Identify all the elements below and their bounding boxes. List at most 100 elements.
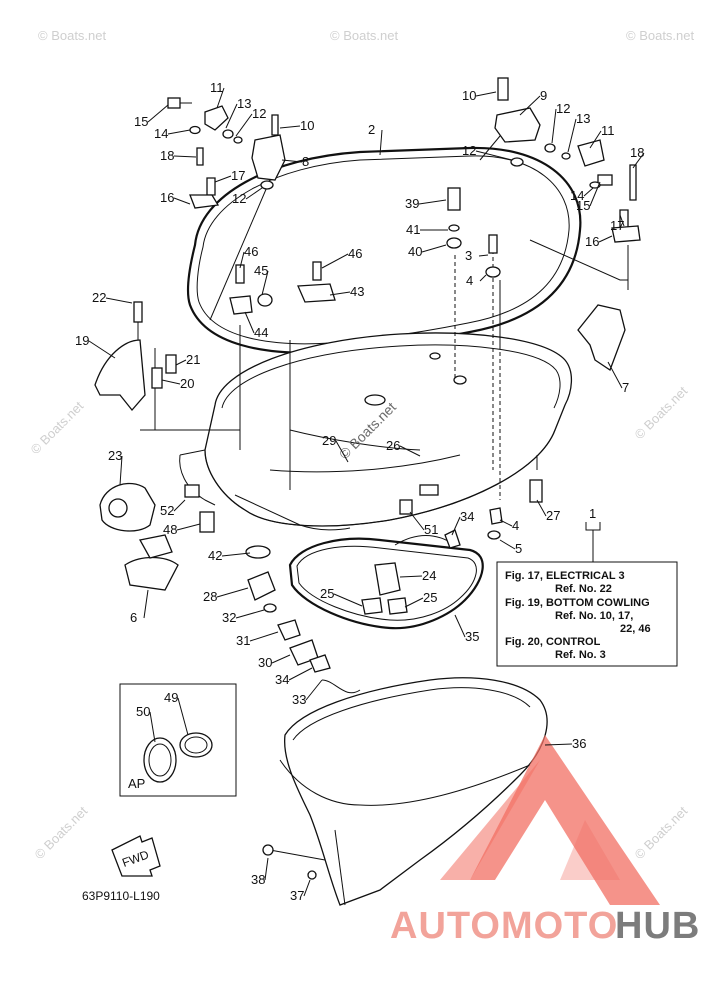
leader-line <box>454 614 466 638</box>
leader-line <box>173 155 197 158</box>
leader-line <box>279 125 301 129</box>
callout-number: 48 <box>163 522 177 537</box>
note-ref: 22, 46 <box>620 623 651 635</box>
leader-line <box>598 235 613 243</box>
leader-line <box>583 187 594 197</box>
leader-line <box>544 743 573 746</box>
callout-26: 26 <box>386 438 421 457</box>
callout-number: 5 <box>515 541 522 556</box>
leader-line <box>619 214 625 227</box>
leader-line <box>161 379 181 385</box>
upper-left-hardware <box>167 97 286 209</box>
leader-line <box>175 359 187 366</box>
callout-number: 4 <box>466 273 473 288</box>
callout-31: 31 <box>236 631 279 648</box>
callout-number: 33 <box>292 692 306 707</box>
callout-number: 17 <box>610 218 624 233</box>
leader-line <box>281 159 303 163</box>
upper-right-hardware <box>446 77 641 278</box>
lower-left-parts <box>99 482 271 591</box>
automotohub-logo: AUTOMOTO HUB <box>390 735 699 947</box>
callout-number: 49 <box>164 690 178 705</box>
callout-number: 23 <box>108 448 122 463</box>
leader-line <box>147 104 169 123</box>
ap-box <box>119 683 237 797</box>
callout-number: 20 <box>180 376 194 391</box>
callout-48: 48 <box>163 522 201 537</box>
callout-10: 10 <box>279 118 314 133</box>
notes-box: 1 Fig. 17, ELECTRICAL 3 Ref. No. 22 Fig.… <box>496 506 678 667</box>
callout-number: 24 <box>422 568 436 583</box>
note-ref: Ref. No. 3 <box>555 649 606 661</box>
watermark: © Boats.net <box>632 383 691 442</box>
leader-line <box>173 499 186 512</box>
note-fig: Fig. 17, ELECTRICAL 3 <box>505 570 625 582</box>
callout-9: 9 <box>519 88 547 116</box>
callout-37: 37 <box>290 879 311 903</box>
callout-45: 45 <box>254 263 269 296</box>
callout-number: 22 <box>92 290 106 305</box>
leader-line <box>519 95 541 116</box>
callout-32: 32 <box>222 609 265 625</box>
note-ref: Ref. No. 22 <box>555 583 612 595</box>
callout-number: 18 <box>160 148 174 163</box>
leader-line <box>149 711 156 743</box>
callout-35: 35 <box>454 614 479 644</box>
callout-17: 17 <box>610 214 625 233</box>
callout-number: 3 <box>465 248 472 263</box>
callout-number: 52 <box>160 503 174 518</box>
leader-line <box>225 103 238 129</box>
callout-number: 10 <box>300 118 314 133</box>
callout-number: 18 <box>630 145 644 160</box>
callout-4: 4 <box>466 273 487 288</box>
callout-number: 7 <box>622 380 629 395</box>
leader-line <box>105 297 133 304</box>
callout-40: 40 <box>408 244 447 259</box>
leader-line <box>271 654 291 664</box>
callout-38: 38 <box>251 857 269 887</box>
leader-line <box>404 597 424 608</box>
leader-line <box>261 270 269 296</box>
callout-number: 51 <box>424 522 438 537</box>
figure-code: 63P9110-L190 <box>82 889 160 903</box>
bottom-cowling <box>179 332 573 531</box>
leader-line <box>216 587 249 598</box>
lower-cowl <box>262 677 548 906</box>
callout-52: 52 <box>160 499 186 518</box>
callout-25: 25 <box>320 586 363 607</box>
leader-line <box>119 455 123 486</box>
callout-number: 11 <box>601 123 615 138</box>
callout-43: 43 <box>329 284 364 299</box>
callout-11: 11 <box>210 80 225 109</box>
callout-number: 39 <box>405 196 419 211</box>
callout-16: 16 <box>585 234 613 249</box>
leader-line <box>88 340 116 359</box>
callout-number: 15 <box>576 198 590 213</box>
leader-line <box>536 499 547 517</box>
callout-number: 13 <box>576 111 590 126</box>
callout-number: 6 <box>130 610 137 625</box>
leader-line <box>551 108 557 144</box>
leader-line <box>239 251 245 269</box>
leader-line <box>245 187 263 200</box>
callout-number: 32 <box>222 610 236 625</box>
leader-line <box>214 175 232 183</box>
ap-label: AP <box>128 776 145 791</box>
callout-50: 50 <box>136 704 156 743</box>
leader-line <box>479 274 487 282</box>
callout-42: 42 <box>208 548 251 563</box>
leader-line <box>632 152 645 169</box>
leader-line <box>379 129 383 156</box>
callout-number: 40 <box>408 244 422 259</box>
callout-18: 18 <box>630 145 645 169</box>
note-fig: Fig. 20, CONTROL <box>505 636 601 648</box>
callout-12: 12 <box>235 106 266 137</box>
callout-number: 44 <box>254 325 268 340</box>
callout-3: 3 <box>465 248 489 263</box>
right-side-parts <box>529 304 626 503</box>
fwd-arrow: FWD <box>111 835 161 877</box>
callout-number: 34 <box>460 509 474 524</box>
callout-36: 36 <box>544 736 586 751</box>
callout-7: 7 <box>607 361 629 395</box>
